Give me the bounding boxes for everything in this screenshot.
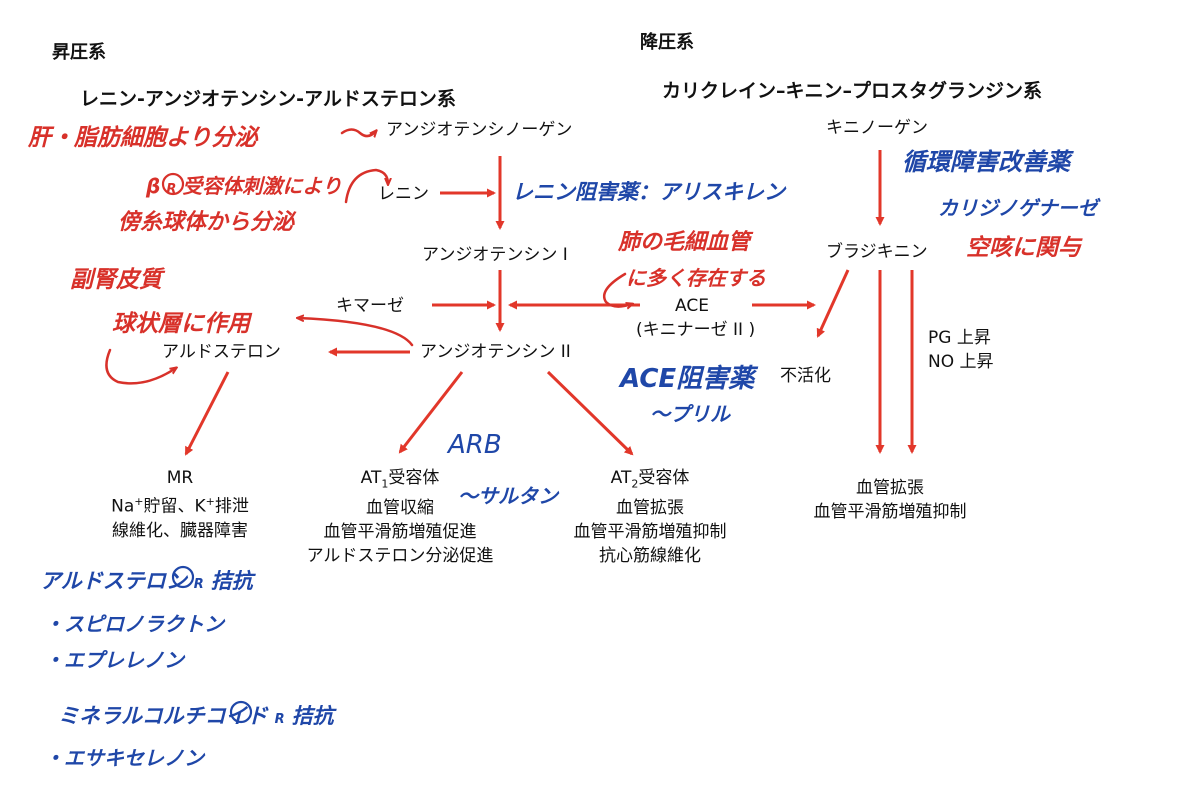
- note-mcr-2: 拮抗: [291, 704, 334, 728]
- note-beta: β: [146, 174, 161, 198]
- note-mra-mark: R: [193, 577, 204, 592]
- at1-block: AT1受容体 血管収縮 血管平滑筋増殖促進 アルドステロン分泌促進: [270, 466, 530, 568]
- node-bradykinin: ブラジキニン: [826, 242, 928, 262]
- note-ace-inhibitor: ACE阻害薬: [620, 364, 755, 394]
- note-circulation-drug: 循環障害改善薬: [902, 148, 1070, 176]
- arrow-ang2-to-at2: [546, 370, 634, 456]
- at1-line-2: 血管平滑筋増殖促進: [323, 522, 477, 543]
- at2-line-3: 抗心筋線維化: [599, 546, 701, 567]
- header-pressor: 昇圧系: [52, 42, 106, 63]
- note-lung-abundant: に多く存在する: [626, 266, 766, 290]
- mr-fibrosis: 線維化、臓器障害: [112, 520, 248, 541]
- note-beta-rest: 受容体刺激により: [182, 174, 342, 198]
- at1-line-1: 血管収縮: [366, 498, 434, 519]
- note-aldosterone-antagonist: アルドステロン R 拮抗: [40, 565, 253, 595]
- node-ace: ACE: [675, 296, 709, 316]
- mr-plus-na: +: [134, 495, 144, 508]
- note-arrow-adrenal-return: [105, 348, 176, 385]
- at2-prefix: AT: [610, 468, 632, 488]
- note-mcr-mark: R: [274, 712, 285, 727]
- note-spironolactone: ・スピロノラクトン: [44, 612, 224, 636]
- node-angiotensin-1: アンジオテンシン I: [422, 245, 568, 265]
- node-pg-up: PG 上昇: [928, 328, 991, 348]
- at1-prefix: AT: [360, 468, 382, 488]
- note-mcr-1: ミネラルコルチコイド: [58, 704, 268, 728]
- note-mra-1: アルドステロン: [40, 569, 187, 593]
- note-beta-mark: R: [166, 182, 177, 197]
- at1-title: AT1受容体: [270, 466, 530, 496]
- at1-line-3: アルドステロン分泌促進: [306, 546, 494, 567]
- arrow-bradykinin-to-inactivation: [816, 269, 850, 338]
- note-arrow-adrenal: [298, 318, 414, 347]
- at1-sub: 1: [381, 477, 389, 491]
- note-mra-2: 拮抗: [210, 569, 253, 593]
- at1-suffix: 受容体: [388, 468, 440, 488]
- bradykinin-effect-block: 血管拡張 血管平滑筋増殖抑制: [770, 476, 1010, 524]
- header-raas: レニン-アンジオテンシン-アルドステロン系: [80, 88, 456, 110]
- arrow-aldosterone-to-mr: [184, 371, 230, 456]
- node-renin: レニン: [378, 184, 429, 204]
- at2-line-2: 血管平滑筋増殖抑制: [573, 522, 727, 543]
- node-kininase-2: (キニナーゼ II ): [636, 320, 756, 340]
- node-chymase: キマーゼ: [336, 296, 404, 316]
- mr-block: MR Na+貯留、K+排泄 線維化、臓器障害: [60, 466, 300, 543]
- bk-effect-line-1: 血管拡張: [856, 478, 924, 498]
- note-lung-capillary: 肺の毛細血管: [618, 230, 751, 255]
- receptor-circle-mcr: [229, 700, 253, 724]
- header-depressor: 降圧系: [640, 32, 694, 53]
- at2-block: AT2受容体 血管拡張 血管平滑筋増殖抑制 抗心筋線維化: [530, 466, 770, 568]
- at2-sub: 2: [631, 477, 639, 491]
- node-angiotensin-2: アンジオテンシン II: [420, 342, 571, 362]
- node-aldosterone: アルドステロン: [162, 342, 281, 362]
- at2-suffix: 受容体: [638, 468, 690, 488]
- note-adrenal-cortex: 副腎皮質: [70, 267, 162, 293]
- note-arrow-liver: [340, 128, 376, 137]
- note-esaxerenone: ・エサキセレノン: [44, 746, 204, 770]
- node-angiotensinogen: アンジオテンシノーゲン: [386, 120, 573, 140]
- note-eplerenone: ・エプレレノン: [44, 648, 184, 672]
- note-arb: ARB: [448, 430, 502, 460]
- note-kallidinogenase: カリジノゲナーゼ: [938, 196, 1098, 220]
- node-kininogen: キニノーゲン: [826, 118, 928, 138]
- mr-retention: 貯留、K: [143, 496, 206, 517]
- note-zona-glomerulosa: 球状層に作用: [112, 311, 250, 337]
- note-dry-cough: 空咳に関与: [966, 235, 1081, 261]
- node-no-up: NO 上昇: [928, 352, 994, 372]
- note-liver-secretion: 肝・脂肪細胞より分泌: [28, 125, 258, 151]
- note-arrow-jga: [344, 168, 388, 204]
- mr-plus-k: +: [205, 495, 215, 508]
- at2-title: AT2受容体: [530, 466, 770, 496]
- note-sartan: 〜サルタン: [458, 484, 558, 508]
- bk-effect-line-2: 血管平滑筋増殖抑制: [813, 502, 967, 522]
- receptor-circle-beta: [161, 172, 185, 196]
- at2-line-1: 血管拡張: [616, 498, 684, 519]
- mr-title: MR: [166, 468, 194, 488]
- mr-na: Na: [111, 496, 135, 517]
- note-pril: 〜プリル: [650, 402, 730, 426]
- mr-effects-line: Na+貯留、K+排泄: [60, 490, 300, 519]
- note-mineralocorticoid-antagonist: ミネラルコルチコイド R 拮抗: [58, 700, 334, 730]
- note-renin-inhibitor: レニン阻害薬：アリスキレン: [512, 180, 785, 204]
- arrow-ang2-to-at1: [398, 371, 464, 454]
- header-kks: カリクレイン–キニン–プロスタグランジン系: [662, 80, 1043, 102]
- note-arrow-lung: [602, 272, 632, 307]
- receptor-circle-mra: [171, 565, 195, 589]
- mr-excretion: 排泄: [214, 496, 249, 517]
- note-jga-secretion: 傍糸球体から分泌: [118, 210, 295, 235]
- node-inactivation: 不活化: [780, 366, 831, 386]
